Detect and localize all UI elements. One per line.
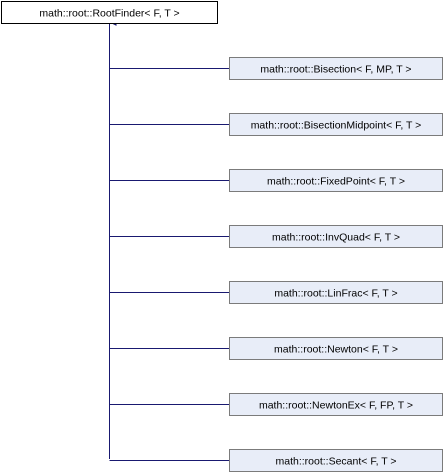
derived-class-node[interactable]: math::root::Newton< F, T > — [109, 337, 443, 360]
derived-class-box — [229, 281, 443, 304]
derived-class-label: math::root::InvQuad< F, T > — [272, 232, 400, 244]
derived-class-label: math::root::NewtonEx< F, FP, T > — [259, 400, 413, 412]
derived-class-box — [229, 57, 443, 80]
derived-class-label: math::root::LinFrac< F, T > — [274, 288, 397, 300]
derived-class-box — [229, 169, 443, 192]
derived-class-label: math::root::FixedPoint< F, T > — [267, 176, 405, 188]
derived-class-label: math::root::Secant< F, T > — [275, 456, 396, 468]
base-class-node[interactable]: math::root::RootFinder< F, T > — [1, 1, 218, 24]
derived-class-node[interactable]: math::root::LinFrac< F, T > — [109, 281, 443, 304]
derived-class-label: math::root::Bisection< F, MP, T > — [260, 64, 411, 76]
derived-class-box — [229, 225, 443, 248]
base-class-box — [1, 1, 218, 24]
derived-class-node[interactable]: math::root::Bisection< F, MP, T > — [109, 57, 443, 80]
derived-class-node[interactable]: math::root::NewtonEx< F, FP, T > — [109, 393, 443, 416]
derived-class-node[interactable]: math::root::InvQuad< F, T > — [109, 225, 443, 248]
base-class-label: math::root::RootFinder< F, T > — [39, 8, 179, 20]
derived-class-node[interactable]: math::root::FixedPoint< F, T > — [109, 169, 443, 192]
derived-class-box — [229, 393, 443, 416]
derived-class-node[interactable]: math::root::Secant< F, T > — [109, 449, 443, 472]
derived-class-node[interactable]: math::root::BisectionMidpoint< F, T > — [109, 113, 443, 136]
derived-class-label: math::root::BisectionMidpoint< F, T > — [251, 120, 422, 132]
derived-class-list: math::root::Bisection< F, MP, T >math::r… — [109, 57, 443, 472]
derived-class-box — [229, 337, 443, 360]
derived-class-box — [229, 113, 443, 136]
derived-class-label: math::root::Newton< F, T > — [274, 344, 398, 356]
